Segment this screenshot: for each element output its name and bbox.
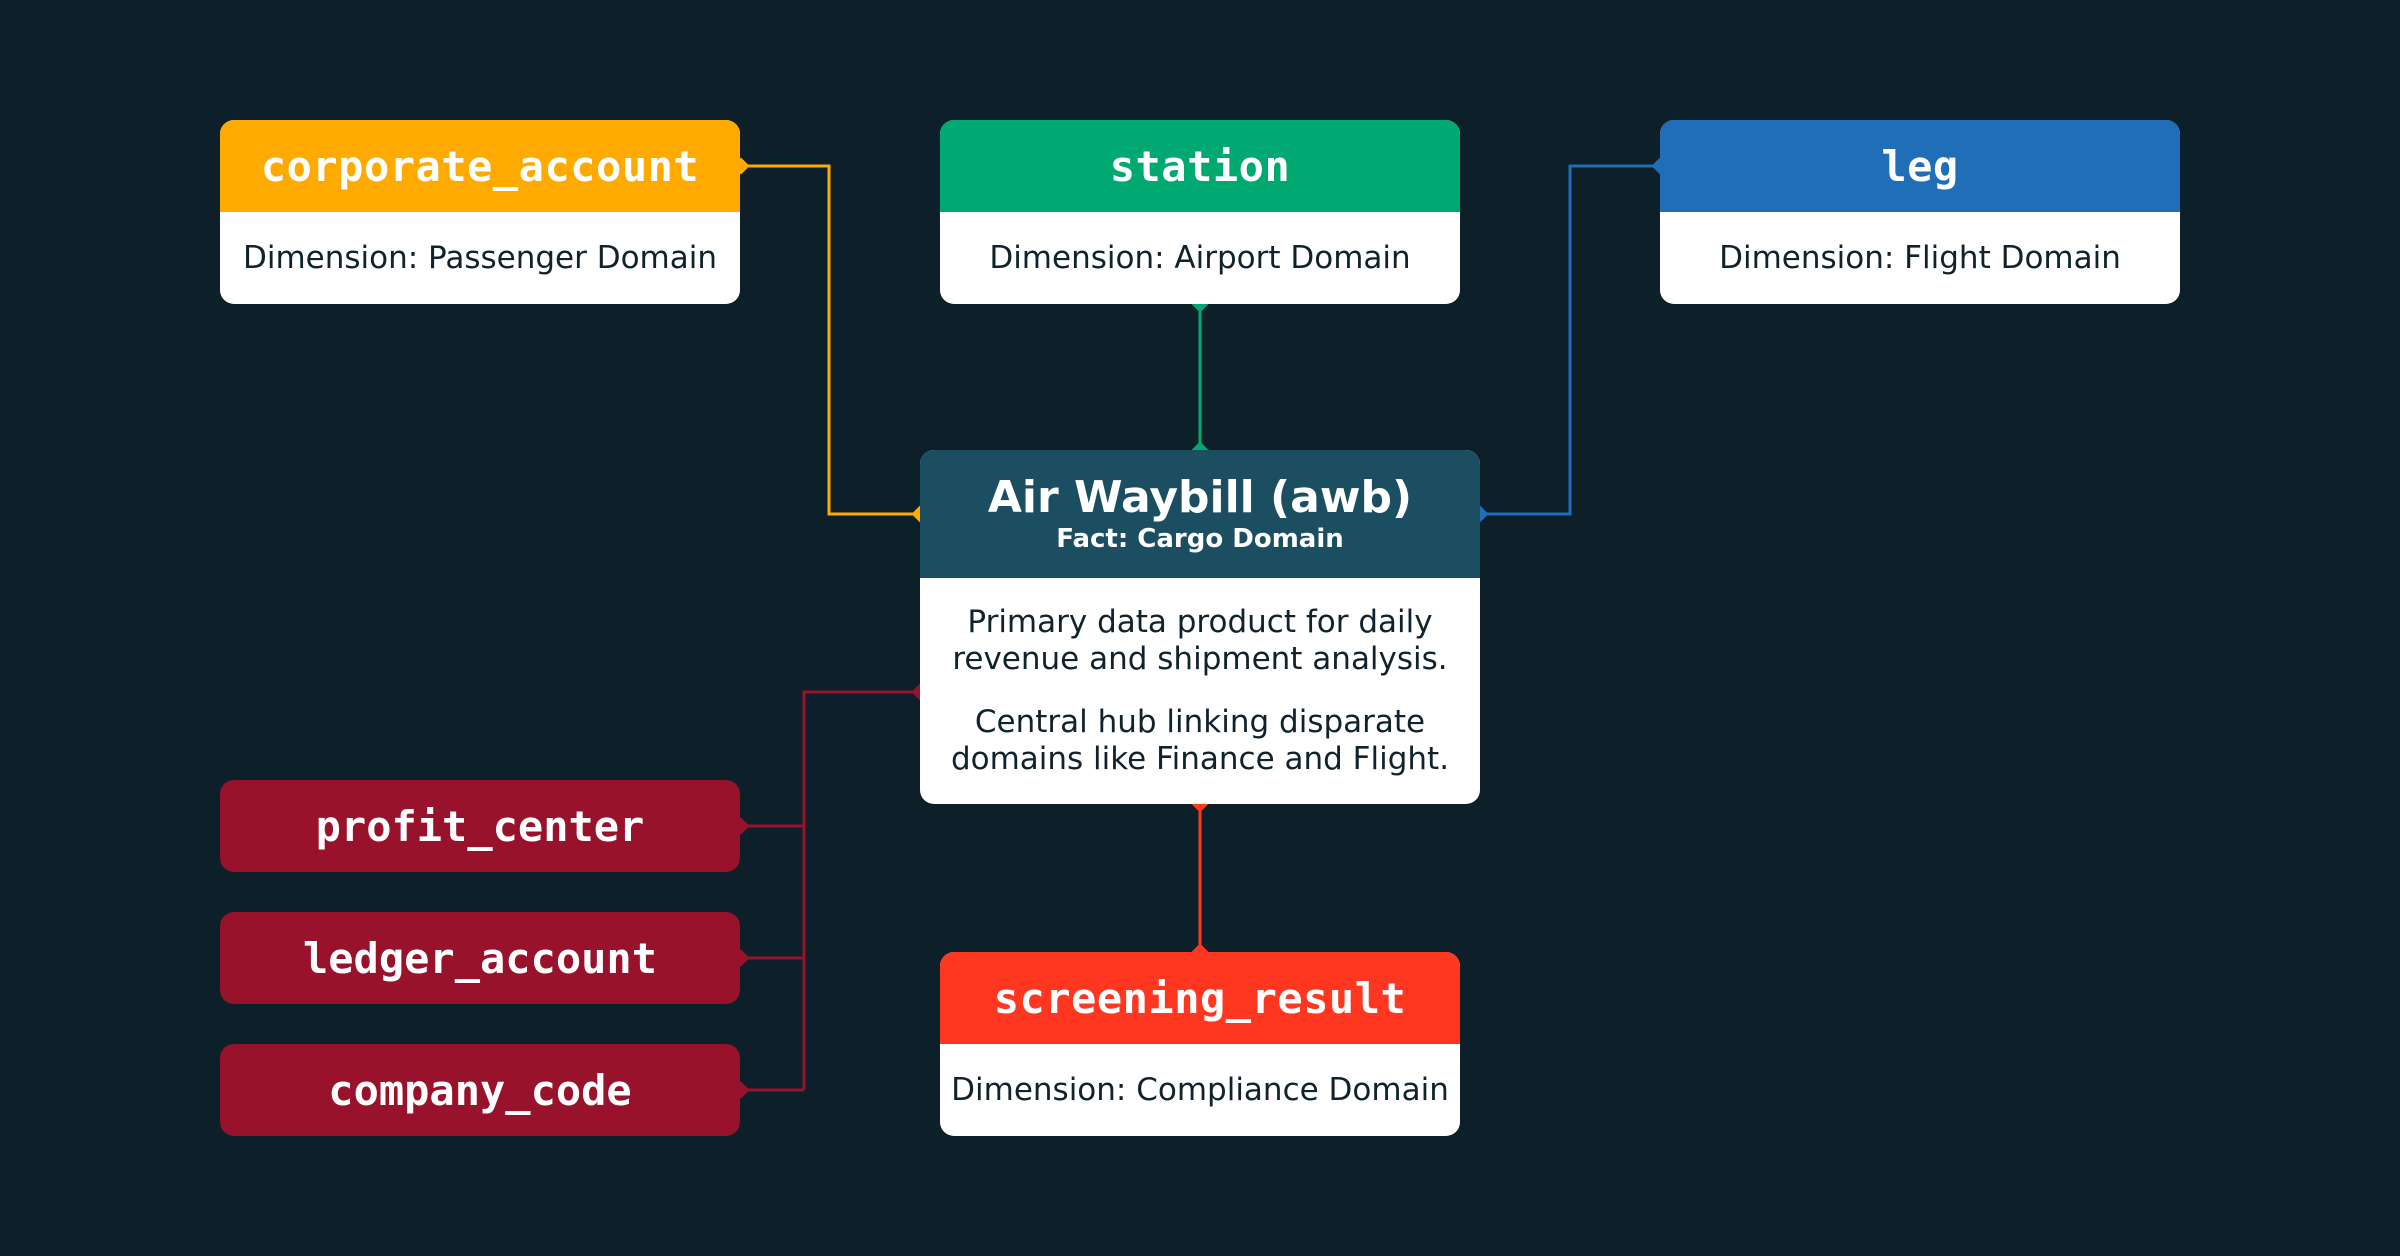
fact-title: Air Waybill (awb) <box>987 472 1413 523</box>
dimension-label: Dimension: Compliance Domain <box>951 1072 1449 1108</box>
dimension-pill-profit-center[interactable]: profit_center <box>220 780 740 872</box>
dimension-pill-ledger-account[interactable]: ledger_account <box>220 912 740 1004</box>
fact-description: Primary data product for daily revenue a… <box>920 578 1480 804</box>
dimension-name: screening_result <box>940 952 1460 1044</box>
dimension-card-corporate-account[interactable]: corporate_account Dimension: Passenger D… <box>220 120 740 304</box>
connector-corporate-account <box>741 164 920 516</box>
connector-finance-group <box>802 690 920 1090</box>
dimension-label: Dimension: Passenger Domain <box>242 240 718 276</box>
dimension-label: Dimension: Airport Domain <box>989 240 1411 276</box>
dimension-name: corporate_account <box>220 120 740 212</box>
dimension-label: Dimension: Flight Domain <box>1719 240 2121 276</box>
dimension-pill-company-code[interactable]: company_code <box>220 1044 740 1136</box>
fact-card-air-waybill[interactable]: Air Waybill (awb) Fact: Cargo Domain Pri… <box>920 450 1480 804</box>
fact-description-line: Central hub linking disparate domains li… <box>950 704 1450 777</box>
dimension-card-screening-result[interactable]: screening_result Dimension: Compliance D… <box>940 952 1460 1136</box>
fact-subtitle: Fact: Cargo Domain <box>1056 524 1344 554</box>
dimension-name: leg <box>1660 120 2180 212</box>
fact-description-line: Primary data product for daily revenue a… <box>952 604 1448 677</box>
dimension-name: station <box>940 120 1460 212</box>
fact-header: Air Waybill (awb) Fact: Cargo Domain <box>920 450 1480 578</box>
dimension-card-station[interactable]: station Dimension: Airport Domain <box>940 120 1460 304</box>
connector-leg <box>1480 164 1660 516</box>
dimension-card-leg[interactable]: leg Dimension: Flight Domain <box>1660 120 2180 304</box>
